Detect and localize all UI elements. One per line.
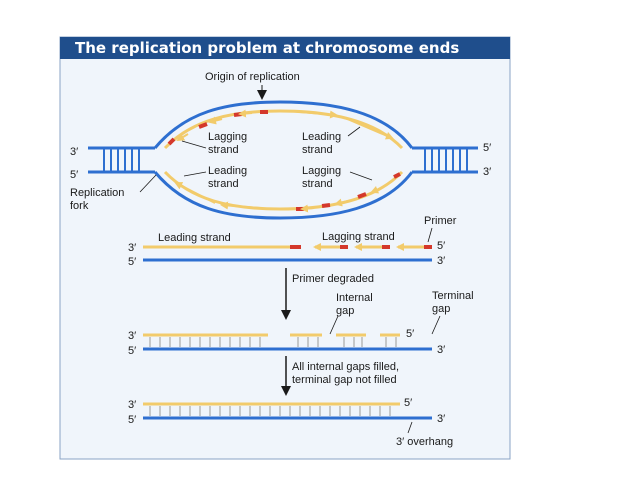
pointer-top-left	[181, 140, 207, 149]
bubble-top-daughter-strand	[163, 109, 404, 150]
step1-right-3prime: 3′	[437, 255, 445, 267]
step3-base-pairs	[149, 406, 391, 416]
bubble-left-3prime: 3′	[70, 146, 78, 158]
step1-primer-label: Primer	[424, 215, 457, 227]
pointer-bottom-left	[183, 171, 207, 177]
diagram-title: The replication problem at chromosome en…	[75, 39, 459, 57]
pointer-primer	[427, 227, 433, 243]
step2-left-3prime: 3′	[128, 330, 136, 342]
title-bar	[60, 37, 510, 59]
origin-label: Origin of replication	[205, 71, 300, 83]
step1-right-5prime: 5′	[437, 240, 445, 252]
bubble-top-parental-strand	[153, 100, 414, 149]
arrow2-label: All internal gaps filled,terminal gap no…	[292, 361, 399, 386]
overhang-label: 3′ overhang	[396, 436, 453, 448]
bubble-primers	[167, 110, 401, 211]
pointer-overhang	[407, 421, 413, 434]
bubble-bottom-parental-strand	[153, 171, 414, 220]
pointer-top-right	[347, 126, 361, 137]
step1-leading-label: Leading strand	[158, 232, 231, 244]
right-duplex-base-pairs	[424, 149, 468, 171]
step1-lagging-label: Lagging strand	[322, 231, 395, 243]
step2-base-pairs	[149, 337, 397, 347]
step2-right-3prime: 3′	[437, 344, 445, 356]
pointer-replication-fork	[139, 174, 157, 193]
step3-left-5prime: 5′	[128, 414, 136, 426]
bubble-left-5prime: 5′	[70, 169, 78, 181]
pointer-bottom-right	[349, 171, 373, 181]
pointer-terminal-gap	[431, 315, 441, 335]
step3-right-3prime: 3′	[437, 413, 445, 425]
step1-left-5prime: 5′	[128, 256, 136, 268]
step2-right-5prime: 5′	[406, 328, 414, 340]
bubble-right-5prime: 5′	[483, 142, 491, 154]
arrow1-label: Primer degraded	[292, 273, 374, 285]
pointer-internal-gap	[329, 315, 339, 335]
step3-right-5prime: 5′	[404, 397, 412, 409]
bubble-right-3prime: 3′	[483, 166, 491, 178]
bubble-direction-arrows	[174, 109, 394, 213]
step2-left-5prime: 5′	[128, 345, 136, 357]
step3-left-3prime: 3′	[128, 399, 136, 411]
step1-left-3prime: 3′	[128, 242, 136, 254]
left-duplex-base-pairs	[103, 149, 140, 171]
